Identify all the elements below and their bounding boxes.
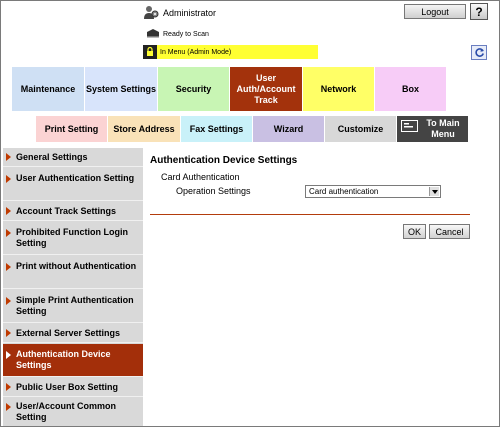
to-main-menu-label: To Main Menu — [426, 118, 460, 139]
arrow-right-icon — [6, 403, 11, 411]
admin-mode-label: In Menu (Admin Mode) — [160, 48, 232, 56]
sidebar-item-account-track-settings[interactable]: Account Track Settings — [3, 202, 143, 221]
arrow-right-icon — [6, 207, 11, 215]
arrow-right-icon — [6, 153, 11, 161]
sidebar-item-user-authentication-setting[interactable]: User Authentication Setting — [3, 168, 143, 201]
sidebar-item-prohibited-function-login-setting[interactable]: Prohibited Function Login Setting — [3, 222, 143, 255]
sidebar-item-simple-print-authentication-setting[interactable]: Simple Print Authentication Setting — [3, 290, 143, 323]
tab-to-main-menu[interactable]: To Main Menu — [397, 116, 468, 142]
sidebar-item-user-account-common-setting[interactable]: User/Account Common Setting — [3, 398, 143, 426]
sidebar-item-external-server-settings[interactable]: External Server Settings — [3, 324, 143, 343]
arrow-right-icon — [6, 175, 11, 183]
scanner-icon — [147, 29, 159, 38]
divider — [150, 214, 470, 215]
tab-print-setting[interactable]: Print Setting — [36, 116, 107, 142]
tab-box[interactable]: Box — [375, 67, 446, 111]
operation-settings-select[interactable]: Card authentication — [305, 185, 441, 198]
tab-fax-settings[interactable]: Fax Settings — [181, 116, 252, 142]
refresh-button[interactable] — [471, 45, 487, 60]
cancel-button[interactable]: Cancel — [429, 224, 470, 239]
refresh-icon — [474, 48, 484, 57]
sidebar: General Settings User Authentication Set… — [3, 148, 143, 426]
arrow-right-icon — [6, 229, 11, 237]
sidebar-item-public-user-box-setting[interactable]: Public User Box Setting — [3, 378, 143, 397]
machine-status: Ready to Scan — [163, 31, 209, 38]
tab-user-auth-account-track[interactable]: User Auth/Account Track — [230, 67, 302, 111]
section-label: Card Authentication — [161, 172, 240, 182]
operation-settings-label: Operation Settings — [176, 186, 251, 196]
chevron-down-icon[interactable] — [429, 187, 439, 196]
sidebar-item-print-without-authentication[interactable]: Print without Authentication — [3, 256, 143, 289]
main-menu-icon — [401, 120, 418, 132]
tab-customize[interactable]: Customize — [325, 116, 396, 142]
admin-mode-bar: In Menu (Admin Mode) — [143, 45, 318, 59]
tab-network[interactable]: Network — [303, 67, 374, 111]
tab-system-settings[interactable]: System Settings — [85, 67, 157, 111]
user-name: Administrator — [163, 8, 217, 18]
page-title: Authentication Device Settings — [150, 155, 298, 166]
lock-icon — [143, 45, 157, 59]
arrow-right-icon — [6, 383, 11, 391]
tab-store-address[interactable]: Store Address — [108, 116, 180, 142]
operation-settings-value: Card authentication — [309, 187, 379, 196]
tab-security[interactable]: Security — [158, 67, 229, 111]
arrow-right-icon — [6, 329, 11, 337]
tab-maintenance[interactable]: Maintenance — [12, 67, 84, 111]
tab-wizard[interactable]: Wizard — [253, 116, 324, 142]
arrow-right-icon — [6, 297, 11, 305]
logout-button[interactable]: Logout — [404, 4, 466, 19]
help-button[interactable]: ? — [470, 3, 488, 20]
administrator-icon — [144, 6, 159, 19]
arrow-right-icon — [6, 263, 11, 271]
arrow-right-icon — [6, 351, 11, 359]
ok-button[interactable]: OK — [403, 224, 426, 239]
sidebar-item-general-settings[interactable]: General Settings — [3, 148, 143, 167]
sidebar-item-authentication-device-settings[interactable]: Authentication Device Settings — [3, 344, 143, 377]
